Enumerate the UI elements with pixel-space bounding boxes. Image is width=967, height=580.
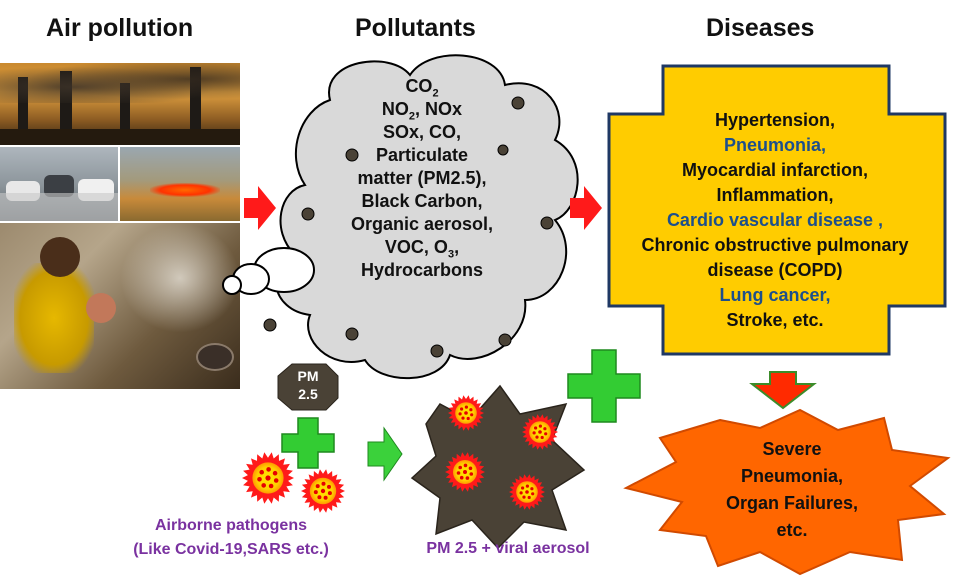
viral-aerosol-particle [410,384,586,550]
severe-outcome-item: Pneumonia, [740,466,843,486]
airborne-line1: Airborne pathogens [154,517,307,534]
pm25-badge-shape [277,363,339,411]
pollutant-item: NO2, NOx [382,99,462,127]
aerosol-caption: PM 2.5 + viral aerosol [426,540,590,557]
disease-item: Lung cancer, [719,285,831,305]
virus-icon [448,395,484,431]
pollutant-item: VOC, O3, [385,237,459,265]
disease-item: Myocardial infarction, [681,160,869,180]
pollutant-item: Hydrocarbons [361,260,483,280]
pollutant-text: NO [381,99,409,119]
disease-item: disease (COPD) [707,260,843,280]
pollutant-item: CO2 [405,76,438,104]
virus-icon [522,414,558,450]
pollutant-item: matter (PM2.5), [357,168,486,188]
pollutant-subscript: 2 [432,87,439,100]
soot-particles [263,96,554,358]
severe-outcome-star [623,408,951,576]
disease-item: Hypertension, [714,110,836,130]
burning-field-photo [120,147,240,221]
severe-outcome-item: Organ Failures, [725,493,859,513]
disease-list: Hypertension, Pneumonia, Myocardial infarc… [604,108,946,333]
header-pollutants: Pollutants [355,14,476,42]
pollutant-text: Organic aerosol, [350,214,494,234]
pm25-badge-line1: PM [297,368,319,384]
disease-item: Stroke, etc. [726,310,824,330]
red-arrow-photos-to-cloud [244,186,276,230]
factory-smokestacks-photo [0,63,240,145]
pollutant-subscript: 3 [447,248,455,261]
disease-item: Cardio vascular disease , [666,210,884,230]
diseases-cross-box [607,64,947,356]
pollutant-text: SOx, CO, [382,122,462,142]
header-air-pollution: Air pollution [46,14,194,42]
pollutant-text-suffix: , [454,237,460,257]
pollutant-item: SOx, CO, [383,122,461,142]
virus-particles [242,395,558,513]
red-arrow-cloud-to-diseases [570,186,602,230]
virus-icon [509,474,545,510]
pollutant-item: Particulate [376,145,468,165]
red-arrow-down-to-severe [749,371,817,410]
cookstove-smoke-photo [0,223,240,389]
green-plus-small [281,417,335,469]
pm25-badge-line2: 2.5 [298,386,318,402]
header-diseases: Diseases [706,14,815,42]
pollutant-item: Black Carbon, [361,191,482,211]
pollutant-text: Black Carbon, [361,191,483,211]
pollutant-text: Particulate [375,145,469,165]
pollutant-text: VOC, O [384,237,448,257]
pollutant-item: Organic aerosol, [351,214,493,234]
disease-item: Pneumonia, [723,135,826,155]
pollution-photo-collage [0,63,240,389]
severe-outcome-item: etc. [776,520,808,540]
virus-icon [301,469,345,513]
pollutant-text: CO [405,76,433,96]
cloud-trail-bubbles [222,247,315,295]
green-arrow-to-aerosol [367,426,403,482]
disease-item: Chronic obstructive pulmonary [641,235,909,255]
airborne-line2: (Like Covid-19,SARS etc.) [133,541,329,558]
pollutant-text-suffix: , NOx [415,99,463,119]
green-plus-large [567,349,641,423]
virus-icon [445,452,485,492]
traffic-exhaust-photo [0,147,118,221]
pm25-badge-label: PM 2.5 [277,367,339,403]
pollutant-subscript: 2 [408,110,416,123]
pollutant-text: matter (PM2.5), [357,168,487,188]
airborne-pathogens-caption: Airborne pathogens (Like Covid-19,SARS e… [106,514,356,562]
virus-icon [242,452,294,504]
pollutant-text: Hydrocarbons [360,260,484,280]
disease-item: Inflammation, [716,185,834,205]
severe-outcome-item: Severe [762,439,822,459]
